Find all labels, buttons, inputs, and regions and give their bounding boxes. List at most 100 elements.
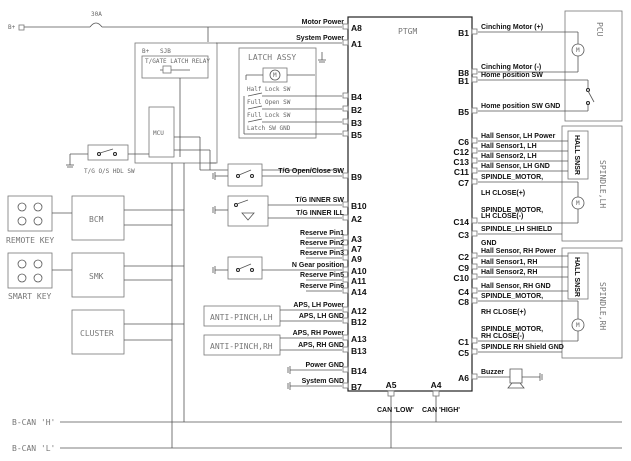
right-pin-label: Hall Sensor1, LH bbox=[481, 143, 537, 150]
left-pin-number: B7 bbox=[351, 382, 362, 392]
left-pin-number: A2 bbox=[351, 214, 362, 224]
inner-lamp-icon bbox=[241, 212, 255, 221]
latch-motor-label: M bbox=[273, 72, 277, 79]
left-pin-number: B5 bbox=[351, 130, 362, 140]
left-pin-label: Reserve Pin5 bbox=[300, 272, 344, 279]
right-pin-label: Buzzer bbox=[481, 369, 504, 376]
right-pin-number: C5 bbox=[458, 348, 469, 358]
bottom-pin-number: A4 bbox=[431, 380, 442, 390]
left-pin-number: A3 bbox=[351, 234, 362, 244]
right-pin-label: Cinching Motor (-) bbox=[481, 64, 541, 71]
right-pin-label: SPINDLE_MOTOR, bbox=[481, 293, 543, 300]
relay-coil-icon bbox=[162, 65, 172, 74]
left-pin-number: A11 bbox=[351, 276, 366, 286]
right-pin-label: LH CLOSE(+) bbox=[481, 190, 525, 197]
left-pin-terminal bbox=[342, 306, 349, 313]
left-pin-number: B9 bbox=[351, 172, 362, 182]
right-pin-label: RH CLOSE(-) bbox=[481, 333, 524, 340]
cinching-motor-label: M bbox=[576, 47, 580, 54]
pcu-box bbox=[564, 10, 623, 122]
left-pin-label: N Gear position bbox=[292, 262, 344, 269]
latch-assy-box bbox=[238, 47, 317, 139]
right-pin-terminal bbox=[471, 252, 478, 259]
right-pin-number: A6 bbox=[458, 373, 469, 383]
right-pin-terminal bbox=[471, 157, 478, 164]
right-pin-label: SPINDLE_MOTOR, bbox=[481, 326, 543, 333]
right-pin-terminal bbox=[471, 287, 478, 294]
left-pin-terminal bbox=[342, 39, 349, 46]
left-pin-terminal bbox=[342, 201, 349, 208]
right-pin-terminal bbox=[471, 263, 478, 270]
right-pin-label: SPINDLE RH Shield GND bbox=[481, 344, 564, 351]
right-pin-label: RH CLOSE(+) bbox=[481, 309, 526, 316]
left-pin-label: T/G Open/Close SW bbox=[278, 168, 344, 175]
fuse-icon bbox=[89, 22, 103, 28]
left-pin-label: APS, LH GND bbox=[299, 313, 344, 320]
left-pin-label: Reserve Pin1 bbox=[300, 230, 344, 237]
left-pin-terminal bbox=[342, 214, 349, 221]
right-pin-number: C8 bbox=[458, 297, 469, 307]
right-pin-terminal bbox=[471, 107, 478, 114]
bottom-pin-number: A5 bbox=[386, 380, 397, 390]
left-pin-terminal bbox=[342, 366, 349, 373]
left-pin-label: APS, RH GND bbox=[298, 342, 344, 349]
left-pin-label: APS, LH Power bbox=[293, 302, 344, 309]
hdl-switch-box bbox=[87, 144, 129, 161]
left-pin-terminal bbox=[342, 317, 349, 324]
left-pin-number: B14 bbox=[351, 366, 367, 376]
left-pin-label: Reserve Pin6 bbox=[300, 283, 344, 290]
hall-sensor-rh-label: HALL SNSR bbox=[573, 257, 580, 297]
right-pin-number: C11 bbox=[454, 167, 469, 177]
mcu-box bbox=[148, 106, 175, 158]
smart-key-label: SMART KEY bbox=[8, 292, 52, 301]
hall-sensor-lh-box bbox=[567, 130, 589, 180]
tg-open-close-switch-box bbox=[227, 163, 263, 187]
right-pin-number: C12 bbox=[453, 147, 469, 157]
left-pin-terminal bbox=[342, 23, 349, 30]
left-pin-terminal bbox=[342, 92, 349, 99]
right-pin-number: C13 bbox=[453, 157, 469, 167]
hall-sensor-lh-label: HALL SNSR bbox=[573, 135, 580, 175]
right-pin-label: GND bbox=[481, 240, 497, 247]
left-pin-terminal bbox=[342, 118, 349, 125]
left-pin-label: T/G INNER SW bbox=[295, 197, 344, 204]
right-pin-label: Hall Sensor1, RH bbox=[481, 259, 537, 266]
right-pin-terminal bbox=[471, 178, 478, 185]
right-pin-terminal bbox=[471, 137, 478, 144]
right-pin-number: B1 bbox=[458, 28, 469, 38]
left-pin-number: B12 bbox=[351, 317, 367, 327]
right-pin-label: Hall Sensor, LH Power bbox=[481, 133, 556, 140]
right-pin-terminal bbox=[471, 76, 478, 83]
anti-pinch-lh-box bbox=[203, 305, 281, 327]
left-pin-label: Motor Power bbox=[302, 19, 345, 26]
right-pin-label: SPINDLE_LH SHIELD bbox=[481, 226, 552, 233]
right-pin-label: Hall Sensor2, LH bbox=[481, 153, 537, 160]
right-pin-terminal bbox=[471, 147, 478, 154]
smk-label: SMK bbox=[89, 272, 104, 281]
pcu-label: PCU bbox=[595, 22, 604, 37]
right-pin-number: C10 bbox=[453, 273, 469, 283]
spindle-lh-label: SPINDLE,LH bbox=[598, 160, 607, 208]
left-pin-label: Power GND bbox=[305, 362, 344, 369]
bottom-pin-label: CAN 'LOW' bbox=[377, 407, 414, 414]
right-pin-terminal bbox=[471, 28, 478, 35]
latch-motor-icon bbox=[269, 69, 281, 81]
left-pin-label: APS, RH Power bbox=[293, 330, 345, 337]
cluster-label: CLUSTER bbox=[80, 329, 114, 338]
left-pin-number: A12 bbox=[351, 306, 367, 316]
smk-box bbox=[71, 252, 125, 298]
left-pin-terminal bbox=[342, 105, 349, 112]
right-pin-number: C4 bbox=[458, 287, 469, 297]
buzzer-icon bbox=[509, 368, 523, 384]
right-pin-terminal bbox=[471, 230, 478, 237]
right-pin-terminal bbox=[471, 217, 478, 224]
ptgm-title: PTGM bbox=[398, 27, 417, 36]
anti-pinch-rh-box bbox=[203, 334, 281, 356]
bcm-label: BCM bbox=[89, 215, 104, 224]
left-pin-terminal bbox=[342, 346, 349, 353]
n-gear-switch-box bbox=[227, 256, 263, 280]
anti-pinch-rh-label: ANTI-PINCH,RH bbox=[210, 342, 273, 351]
right-pin-label: Home position SW GND bbox=[481, 103, 560, 110]
right-pin-terminal bbox=[471, 167, 478, 174]
